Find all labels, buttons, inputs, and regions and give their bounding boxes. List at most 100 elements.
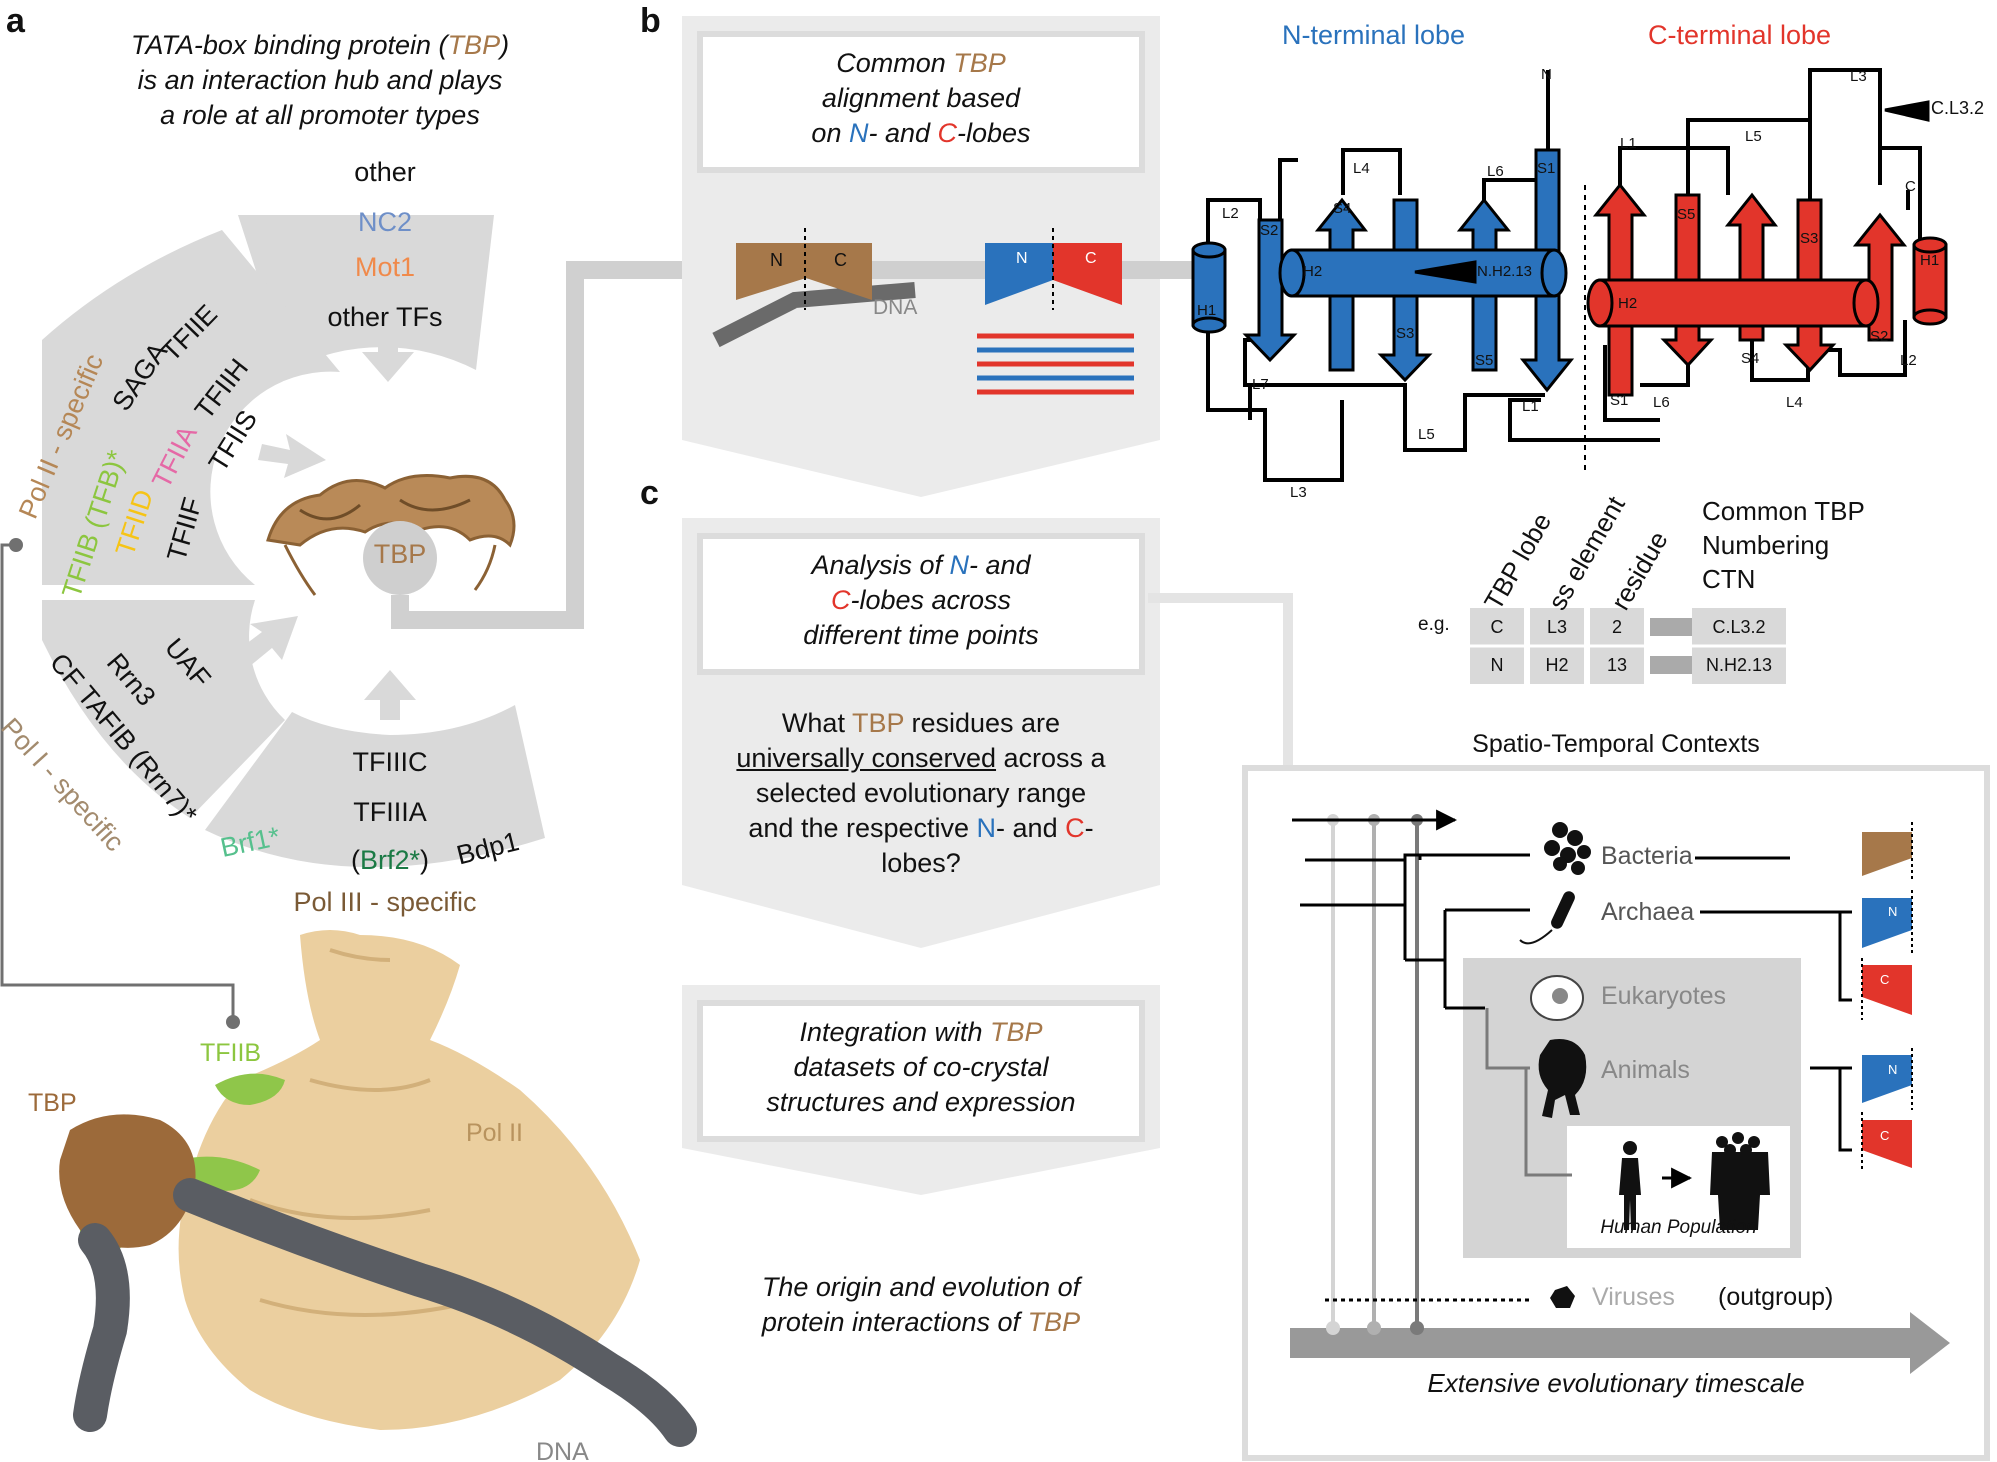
archaea-icon [1519, 891, 1575, 945]
c-lobe-elements [1586, 100, 1948, 397]
q-l5: lobes? [881, 848, 961, 878]
q-l4a: and the respective [748, 813, 977, 843]
other-tfs: other TFs [327, 302, 443, 332]
pol3-brf2: Brf2* [359, 845, 421, 875]
c-lobe-c: C [1905, 178, 1916, 195]
saddle-c2: C [1085, 250, 1097, 267]
ctn-r0-lobe: C [1490, 617, 1504, 637]
n-lobe-marker: N.H2.13 [1477, 263, 1533, 280]
q-l1b: residues are [903, 708, 1061, 738]
intro-l1c: ) [500, 30, 510, 60]
ctx-viruses: Viruses [1592, 1283, 1675, 1311]
c-box-1 [697, 533, 1145, 675]
q-l1a: What [781, 708, 852, 738]
human-icon [1619, 1141, 1693, 1230]
tbp-hub-circle [363, 521, 437, 595]
q-n: N [976, 813, 997, 843]
structure-dna: DNA [536, 1438, 589, 1462]
tbp-cartoon [266, 474, 516, 596]
panel-letter-a: a [6, 2, 25, 40]
intro-l3: a role at all promoter types [160, 100, 480, 130]
c-lobe-h1: H1 [1920, 252, 1940, 269]
q-l3: selected evolutionary range [755, 778, 1087, 808]
tbp-surface [59, 1114, 196, 1248]
c-lobe-s4: S4 [1741, 350, 1760, 367]
final-l2a: protein interactions of [761, 1307, 1028, 1337]
final-l1: The origin and evolution of [761, 1272, 1081, 1302]
panel-b-graphics [682, 16, 1225, 497]
other-title: other [354, 157, 416, 187]
q-c: C [1065, 813, 1085, 843]
n-lobe-l4: L4 [1353, 160, 1370, 177]
phylo-tree [1300, 853, 1530, 1010]
ctx-anim-c-label: C [1880, 1128, 1890, 1143]
ctx-arch-n [1862, 898, 1912, 948]
ctx-arch-n-label: N [1888, 904, 1898, 919]
b-box-l1: Common [836, 48, 954, 78]
c-box2-l1a: Integration with [799, 1017, 991, 1047]
arrow-pol3 [364, 670, 416, 720]
n-lobe-l2: L2 [1222, 205, 1239, 222]
brf2-close: ) [420, 845, 430, 875]
c-box1-text: Analysis of N- and C-lobes across differ… [705, 548, 1137, 653]
ctx-bact-glyph [1862, 832, 1912, 876]
n-lobe-l6: L6 [1487, 163, 1504, 180]
panel-letter-c: c [640, 474, 659, 512]
ctn-r1-ss: H2 [1545, 655, 1569, 675]
ctx-arch-c [1862, 965, 1912, 1015]
n-lobe-title: N-terminal lobe [1282, 20, 1466, 50]
c-lobe-s3: S3 [1800, 230, 1819, 247]
panel-a-intro: TATA-box binding protein (TBP) is an int… [80, 28, 560, 133]
c-lobe-l6: L6 [1653, 394, 1670, 411]
c-box2-text: Integration with TBP datasets of co-crys… [705, 1015, 1137, 1120]
ctx-timescale: Extensive evolutionary timescale [1427, 1368, 1805, 1398]
ctn-r1-res: 13 [1606, 655, 1628, 675]
structure-pol2: Pol II [466, 1119, 523, 1147]
pol3-tfiiic: TFIIIC [352, 747, 428, 777]
c-lobe-s2: S2 [1870, 328, 1889, 345]
n-lobe-h2: H2 [1303, 263, 1323, 280]
c-lobe-marker: C.L3.2 [1931, 98, 1985, 118]
ctn-r0-ctn: C.L3.2 [1712, 617, 1766, 637]
b-box-tbp: TBP [953, 48, 1006, 78]
intro-l1a: TATA-box binding protein ( [130, 30, 448, 60]
b-box-l2: alignment based [821, 83, 1021, 113]
bacteria-icon [1544, 822, 1591, 875]
n-lobe-elements [1191, 148, 1575, 393]
tfiib-surface [215, 1073, 285, 1105]
eukaryote-icon [1530, 975, 1584, 1021]
c-box2-l2: datasets of co-crystal [793, 1052, 1049, 1082]
q-l4c: - [1084, 813, 1094, 843]
ctx-anim-n-label: N [1888, 1062, 1898, 1077]
ctx-outgroup: (outgroup) [1718, 1283, 1834, 1311]
ctx-animals: Animals [1601, 1056, 1690, 1084]
panel-c-graphics [682, 518, 1990, 1461]
arrow-other [362, 330, 414, 382]
c-s2 [1852, 212, 1908, 342]
structure-tbp: TBP [28, 1089, 77, 1117]
brf2-open: ( [350, 845, 360, 875]
intro-tbp: TBP [447, 30, 501, 60]
ctn-title1: Common TBP [1702, 496, 1865, 526]
c-lobe-s1: S1 [1610, 392, 1629, 409]
saddle-c: C [834, 250, 847, 270]
n-lobe-l7: L7 [1252, 376, 1269, 393]
arrow-pol2 [258, 434, 326, 478]
b-box-c: C [937, 118, 958, 148]
n-lobe-l5: L5 [1418, 426, 1435, 443]
timeline-arrow [1290, 1312, 1950, 1374]
q-l2: universally conserved [736, 743, 997, 773]
b-textbox [697, 31, 1145, 173]
c-lobe-l5: L5 [1745, 128, 1762, 145]
context-title: Spatio-Temporal Contexts [1472, 730, 1760, 758]
n-lobe-s2: S2 [1260, 222, 1279, 239]
c-box2-tbp: TBP [990, 1017, 1043, 1047]
c-box-2 [697, 1000, 1145, 1142]
c-box1-n: N [949, 550, 970, 580]
virus-icon [1550, 1286, 1575, 1308]
ctn-r1-ctn: N.H2.13 [1705, 655, 1773, 675]
hub-label: TBP [373, 539, 427, 569]
ctx-anim-c [1862, 1120, 1912, 1168]
b-box-text: Common TBP alignment based on N- and C-l… [705, 46, 1137, 151]
